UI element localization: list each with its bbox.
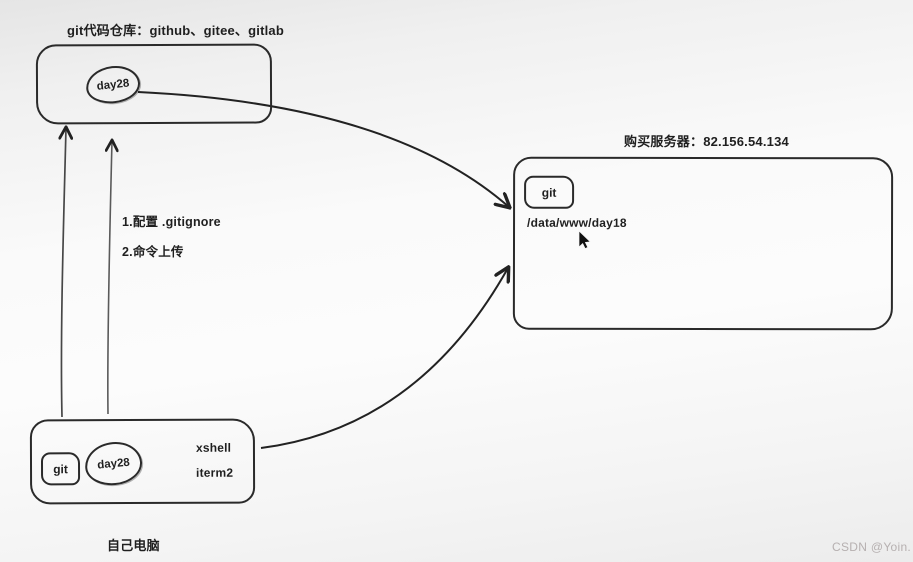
- arrow-local-to-repo-step1: [61, 128, 66, 418]
- tool-xshell-label: xshell: [195, 440, 232, 455]
- server-path-label: /data/www/day18: [527, 215, 627, 230]
- tool-iterm2-label: iterm2: [196, 465, 234, 480]
- step-2-label: 2.命令上传: [122, 245, 184, 259]
- server-box: git /data/www/day18: [512, 156, 894, 331]
- arrow-local-to-server: [260, 268, 508, 449]
- watermark-text: CSDN @Yoin.: [832, 540, 912, 554]
- server-git-chip: git: [524, 175, 575, 209]
- step-1-label: 1.配置 .gitignore: [122, 215, 221, 229]
- repo-day28-label: day28: [96, 76, 130, 93]
- repo-box: day28: [35, 43, 273, 125]
- repo-title: git代码仓库：github、gitee、gitlab: [67, 23, 284, 38]
- server-git-label: git: [541, 185, 557, 200]
- server-title: 购买服务器：82.156.54.134: [624, 134, 789, 149]
- local-git-chip: git: [40, 452, 81, 486]
- arrow-local-to-repo-step2: [108, 141, 112, 415]
- local-day28-node: day28: [83, 439, 144, 488]
- local-git-label: git: [53, 461, 68, 476]
- repo-day28-node: day28: [84, 63, 142, 107]
- local-day28-label: day28: [96, 456, 131, 472]
- local-computer-box: git day28 xshell iterm2: [29, 418, 256, 505]
- local-caption: 自己电脑: [107, 538, 160, 553]
